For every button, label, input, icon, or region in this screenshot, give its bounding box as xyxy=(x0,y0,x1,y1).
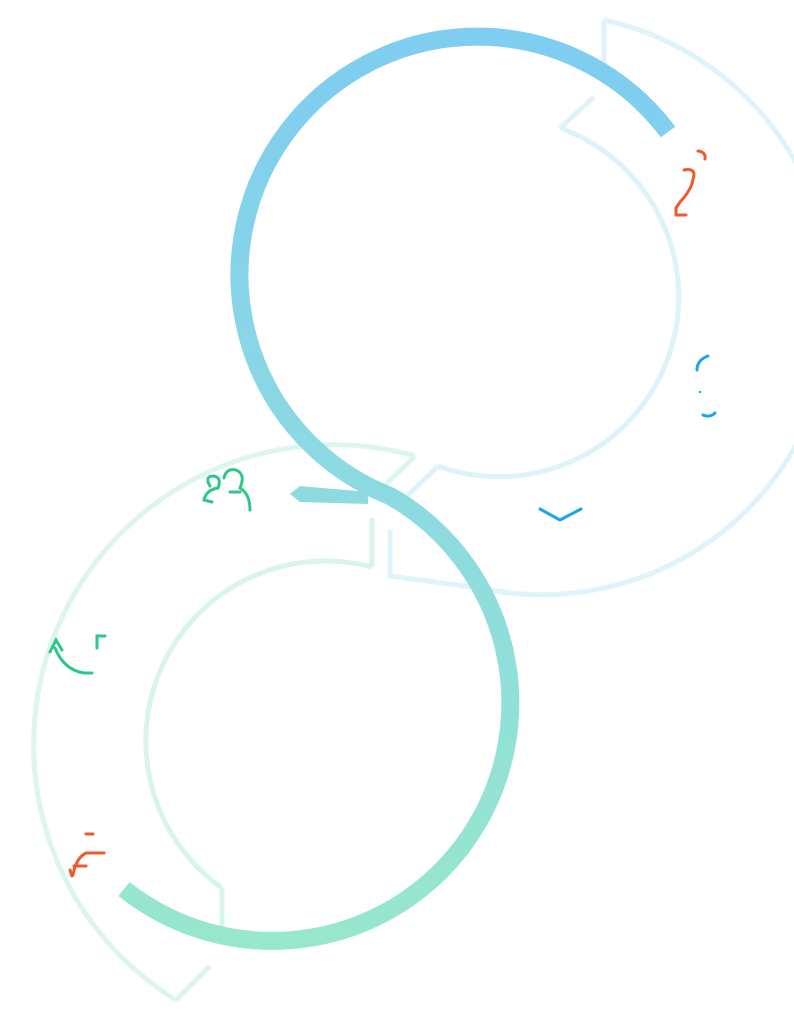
loop-entry-tab xyxy=(290,486,368,504)
people-group-icon xyxy=(202,468,252,512)
orange-glyph-icon xyxy=(674,149,707,217)
bottom-inner-ring xyxy=(143,518,375,940)
top-outer-ring xyxy=(387,17,794,598)
chevron-down-icon xyxy=(538,507,583,522)
refresh-arrow-icon xyxy=(48,634,107,675)
blue-bracket-icon xyxy=(695,354,717,418)
main-loop-path xyxy=(118,27,676,950)
top-inner-ring xyxy=(401,95,682,502)
bottom-outer-ring xyxy=(31,442,417,1003)
orange-arrow-icon xyxy=(68,832,106,878)
